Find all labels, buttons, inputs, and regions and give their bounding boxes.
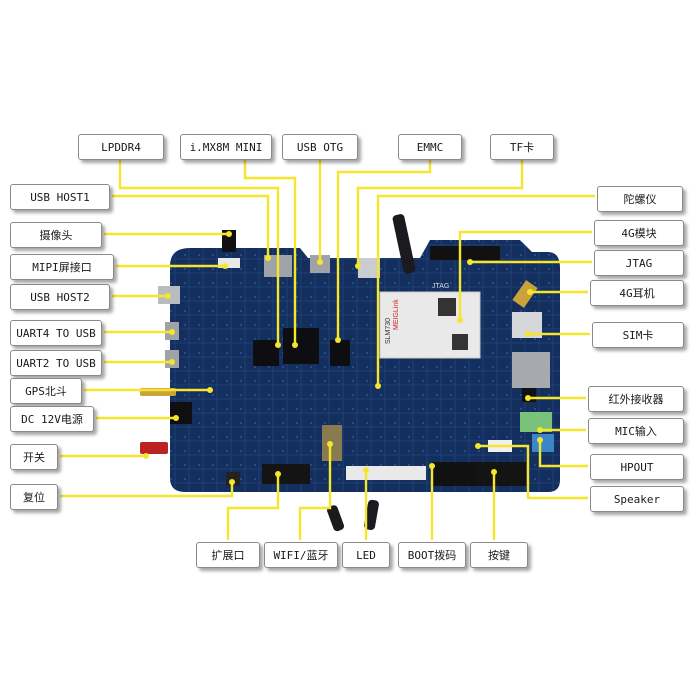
boot-dip (432, 462, 476, 486)
qr-code-1 (438, 298, 456, 316)
label-camera: 摄像头 (10, 222, 102, 248)
expansion-header (262, 464, 310, 484)
jtag-header (430, 246, 500, 260)
label-uart2-usb: UART2 TO USB (10, 350, 102, 376)
label-ir-receiver: 红外接收器 (588, 386, 684, 412)
camera-port (218, 258, 240, 268)
leader-speaker (478, 444, 588, 500)
label-reset: 复位 (10, 484, 58, 510)
leader-reset (60, 482, 234, 498)
label-boot-switch: BOOT拨码 (398, 542, 466, 568)
lpddr4-chip (253, 340, 279, 366)
label-speaker: Speaker (590, 486, 684, 512)
leader-wifi (298, 444, 332, 540)
label-sim-card: SIM卡 (592, 322, 684, 348)
label-imx8m-mini: i.MX8M MINI (180, 134, 272, 160)
label-expansion: 扩展口 (196, 542, 260, 568)
label-gps: GPS北斗 (10, 378, 82, 404)
leader-lpddr4 (118, 160, 280, 345)
label-hpout: HPOUT (590, 454, 684, 480)
label-4g-earphone: 4G耳机 (590, 280, 684, 306)
label-usb-otg: USB OTG (282, 134, 358, 160)
leader-hpout (538, 440, 588, 468)
leader-imx8m (243, 160, 297, 345)
antenna-4g (392, 214, 416, 274)
label-uart4-usb: UART4 TO USB (10, 320, 102, 346)
antenna-wifi-2 (327, 505, 345, 532)
module-model-text: SLM730 (385, 318, 392, 344)
label-buttons: 按键 (470, 542, 528, 568)
label-lpddr4: LPDDR4 (78, 134, 164, 160)
qr-code-2 (452, 334, 468, 350)
label-usb-host2: USB HOST2 (10, 284, 110, 310)
label-gyroscope: 陀螺仪 (597, 186, 683, 212)
label-usb-host1: USB HOST1 (10, 184, 110, 210)
label-led: LED (342, 542, 390, 568)
label-4g-module: 4G模块 (594, 220, 684, 246)
keys-row (476, 462, 526, 486)
leader-expansion (226, 474, 280, 540)
cpu-chip (283, 328, 319, 364)
label-emmc: EMMC (398, 134, 462, 160)
leader-4g-module (458, 230, 592, 320)
label-mipi-screen: MIPI屏接口 (10, 254, 114, 280)
earphone-4g-connector (512, 280, 538, 308)
label-tf-card: TF卡 (490, 134, 554, 160)
label-power-switch: 开关 (10, 444, 58, 470)
tf-slot (358, 258, 380, 278)
label-mic-input: MIC输入 (588, 418, 684, 444)
label-jtag: JTAG (594, 250, 684, 276)
label-wifi-bt: WIFI/蓝牙 (264, 542, 338, 568)
emmc-chip (330, 340, 350, 366)
leader-gyro (376, 194, 595, 386)
leader-emmc (336, 160, 432, 340)
power-switch-part (140, 442, 168, 454)
camera-module (222, 230, 236, 252)
label-dc-power: DC 12V电源 (10, 406, 94, 432)
ethernet-port (512, 352, 550, 388)
jtag-silk-text: JTAG (432, 283, 449, 290)
leader-usb-host1 (112, 194, 270, 258)
antenna-wifi (364, 499, 379, 531)
module-brand-text: MEIGLink (393, 299, 400, 330)
mic-jack (520, 412, 552, 432)
leader-tf (356, 160, 524, 266)
